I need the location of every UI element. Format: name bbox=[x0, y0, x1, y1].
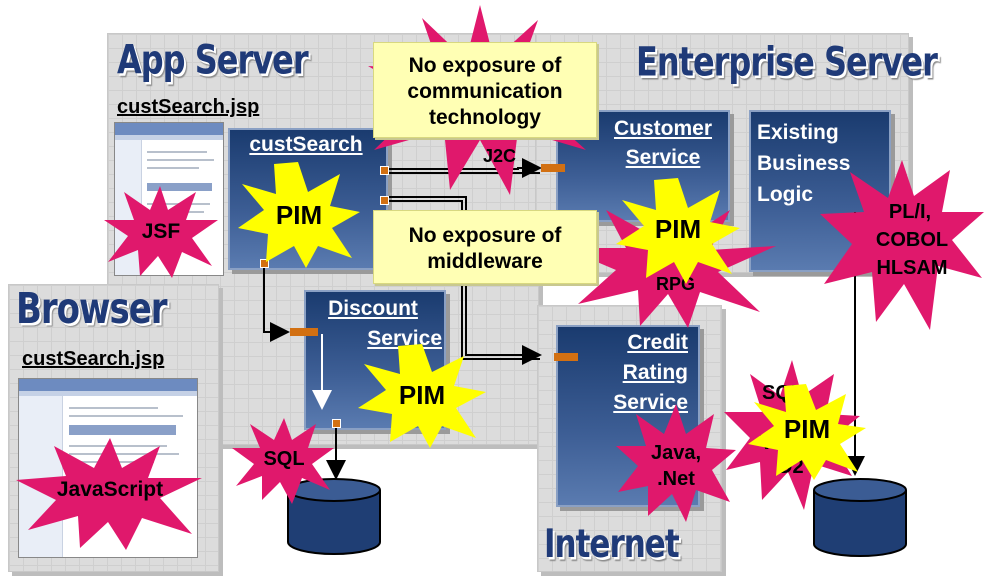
note-middleware: No exposure of middleware bbox=[373, 210, 597, 284]
internet-title: Internet bbox=[544, 522, 680, 567]
customer-service-label-1: Customer bbox=[613, 117, 713, 140]
cust-search-label: custSearch bbox=[249, 133, 363, 156]
jsf-label: JSF bbox=[141, 220, 181, 243]
discount-service-label-1: Discount bbox=[328, 297, 418, 320]
sql-left-burst-icon bbox=[232, 418, 334, 504]
credit-rating-label-3: Service bbox=[613, 391, 688, 414]
pim-label-cust-search: PIM bbox=[275, 200, 323, 230]
note-communication: No exposure of communication technology bbox=[373, 42, 597, 138]
app-page-label: custSearch.jsp bbox=[117, 96, 260, 118]
customer-service-port bbox=[541, 164, 565, 172]
connector-to-discount bbox=[263, 264, 290, 342]
sql-left-label: SQL bbox=[263, 448, 305, 470]
note-middleware-line-2: middleware bbox=[427, 250, 543, 273]
pli-label-2: COBOL bbox=[875, 229, 949, 251]
pim-label-discount: PIM bbox=[398, 380, 446, 410]
existing-logic-label-1: Existing bbox=[757, 121, 839, 144]
net-label: .Net bbox=[657, 468, 695, 490]
discount-port bbox=[290, 328, 318, 336]
cust-search-port-1 bbox=[380, 166, 389, 175]
note-communication-line-3: technology bbox=[428, 106, 541, 129]
discount-service-label-2: Service bbox=[367, 327, 442, 350]
cust-search-port-3 bbox=[260, 259, 269, 268]
browser-title: Browser bbox=[16, 284, 168, 334]
credit-rating-label-1: Credit bbox=[627, 331, 688, 354]
note-communication-line-2: communication bbox=[407, 80, 563, 103]
pim-star-discount-icon bbox=[358, 344, 486, 448]
cust-search-port-2 bbox=[380, 196, 389, 205]
pli-burst-icon bbox=[820, 160, 984, 330]
enterprise-server-title: Enterprise Server bbox=[636, 38, 938, 86]
note-communication-line-1: No exposure of bbox=[408, 54, 562, 77]
browser-page-label: custSearch.jsp bbox=[22, 348, 165, 370]
rpg-burst-icon bbox=[564, 202, 776, 328]
credit-rating-label-2: Rating bbox=[622, 361, 688, 384]
customer-service-label-2: Service bbox=[625, 146, 701, 169]
pim-star-cust-search-icon bbox=[238, 162, 360, 268]
jsf-burst-icon bbox=[104, 186, 218, 278]
database-left-icon bbox=[287, 478, 381, 555]
pli-label-3: HLSAM bbox=[876, 257, 948, 279]
java-net-burst-icon bbox=[616, 404, 736, 522]
note-middleware-line-1: No exposure of bbox=[408, 224, 562, 247]
javascript-label: JavaScript bbox=[56, 478, 164, 501]
credit-rating-port bbox=[554, 353, 578, 361]
existing-logic-label-3: Logic bbox=[757, 183, 813, 206]
javascript-burst-icon bbox=[16, 438, 202, 550]
pim-label-customer-service: PIM bbox=[654, 214, 702, 244]
pim-star-customer-service-icon bbox=[616, 178, 740, 284]
j2c-label: J2C bbox=[483, 146, 517, 166]
java-label: Java, bbox=[650, 442, 702, 464]
app-server-title: App Server bbox=[117, 36, 309, 84]
pim-star-sql-icon bbox=[748, 384, 866, 480]
database-right-icon bbox=[813, 478, 907, 557]
browser-page-thumbnail bbox=[18, 378, 198, 558]
discount-port-out bbox=[332, 419, 341, 428]
existing-logic-label-2: Business bbox=[757, 152, 851, 175]
pli-label-1: PL/I, bbox=[888, 201, 932, 223]
pim-label-sql: PIM bbox=[783, 414, 831, 444]
